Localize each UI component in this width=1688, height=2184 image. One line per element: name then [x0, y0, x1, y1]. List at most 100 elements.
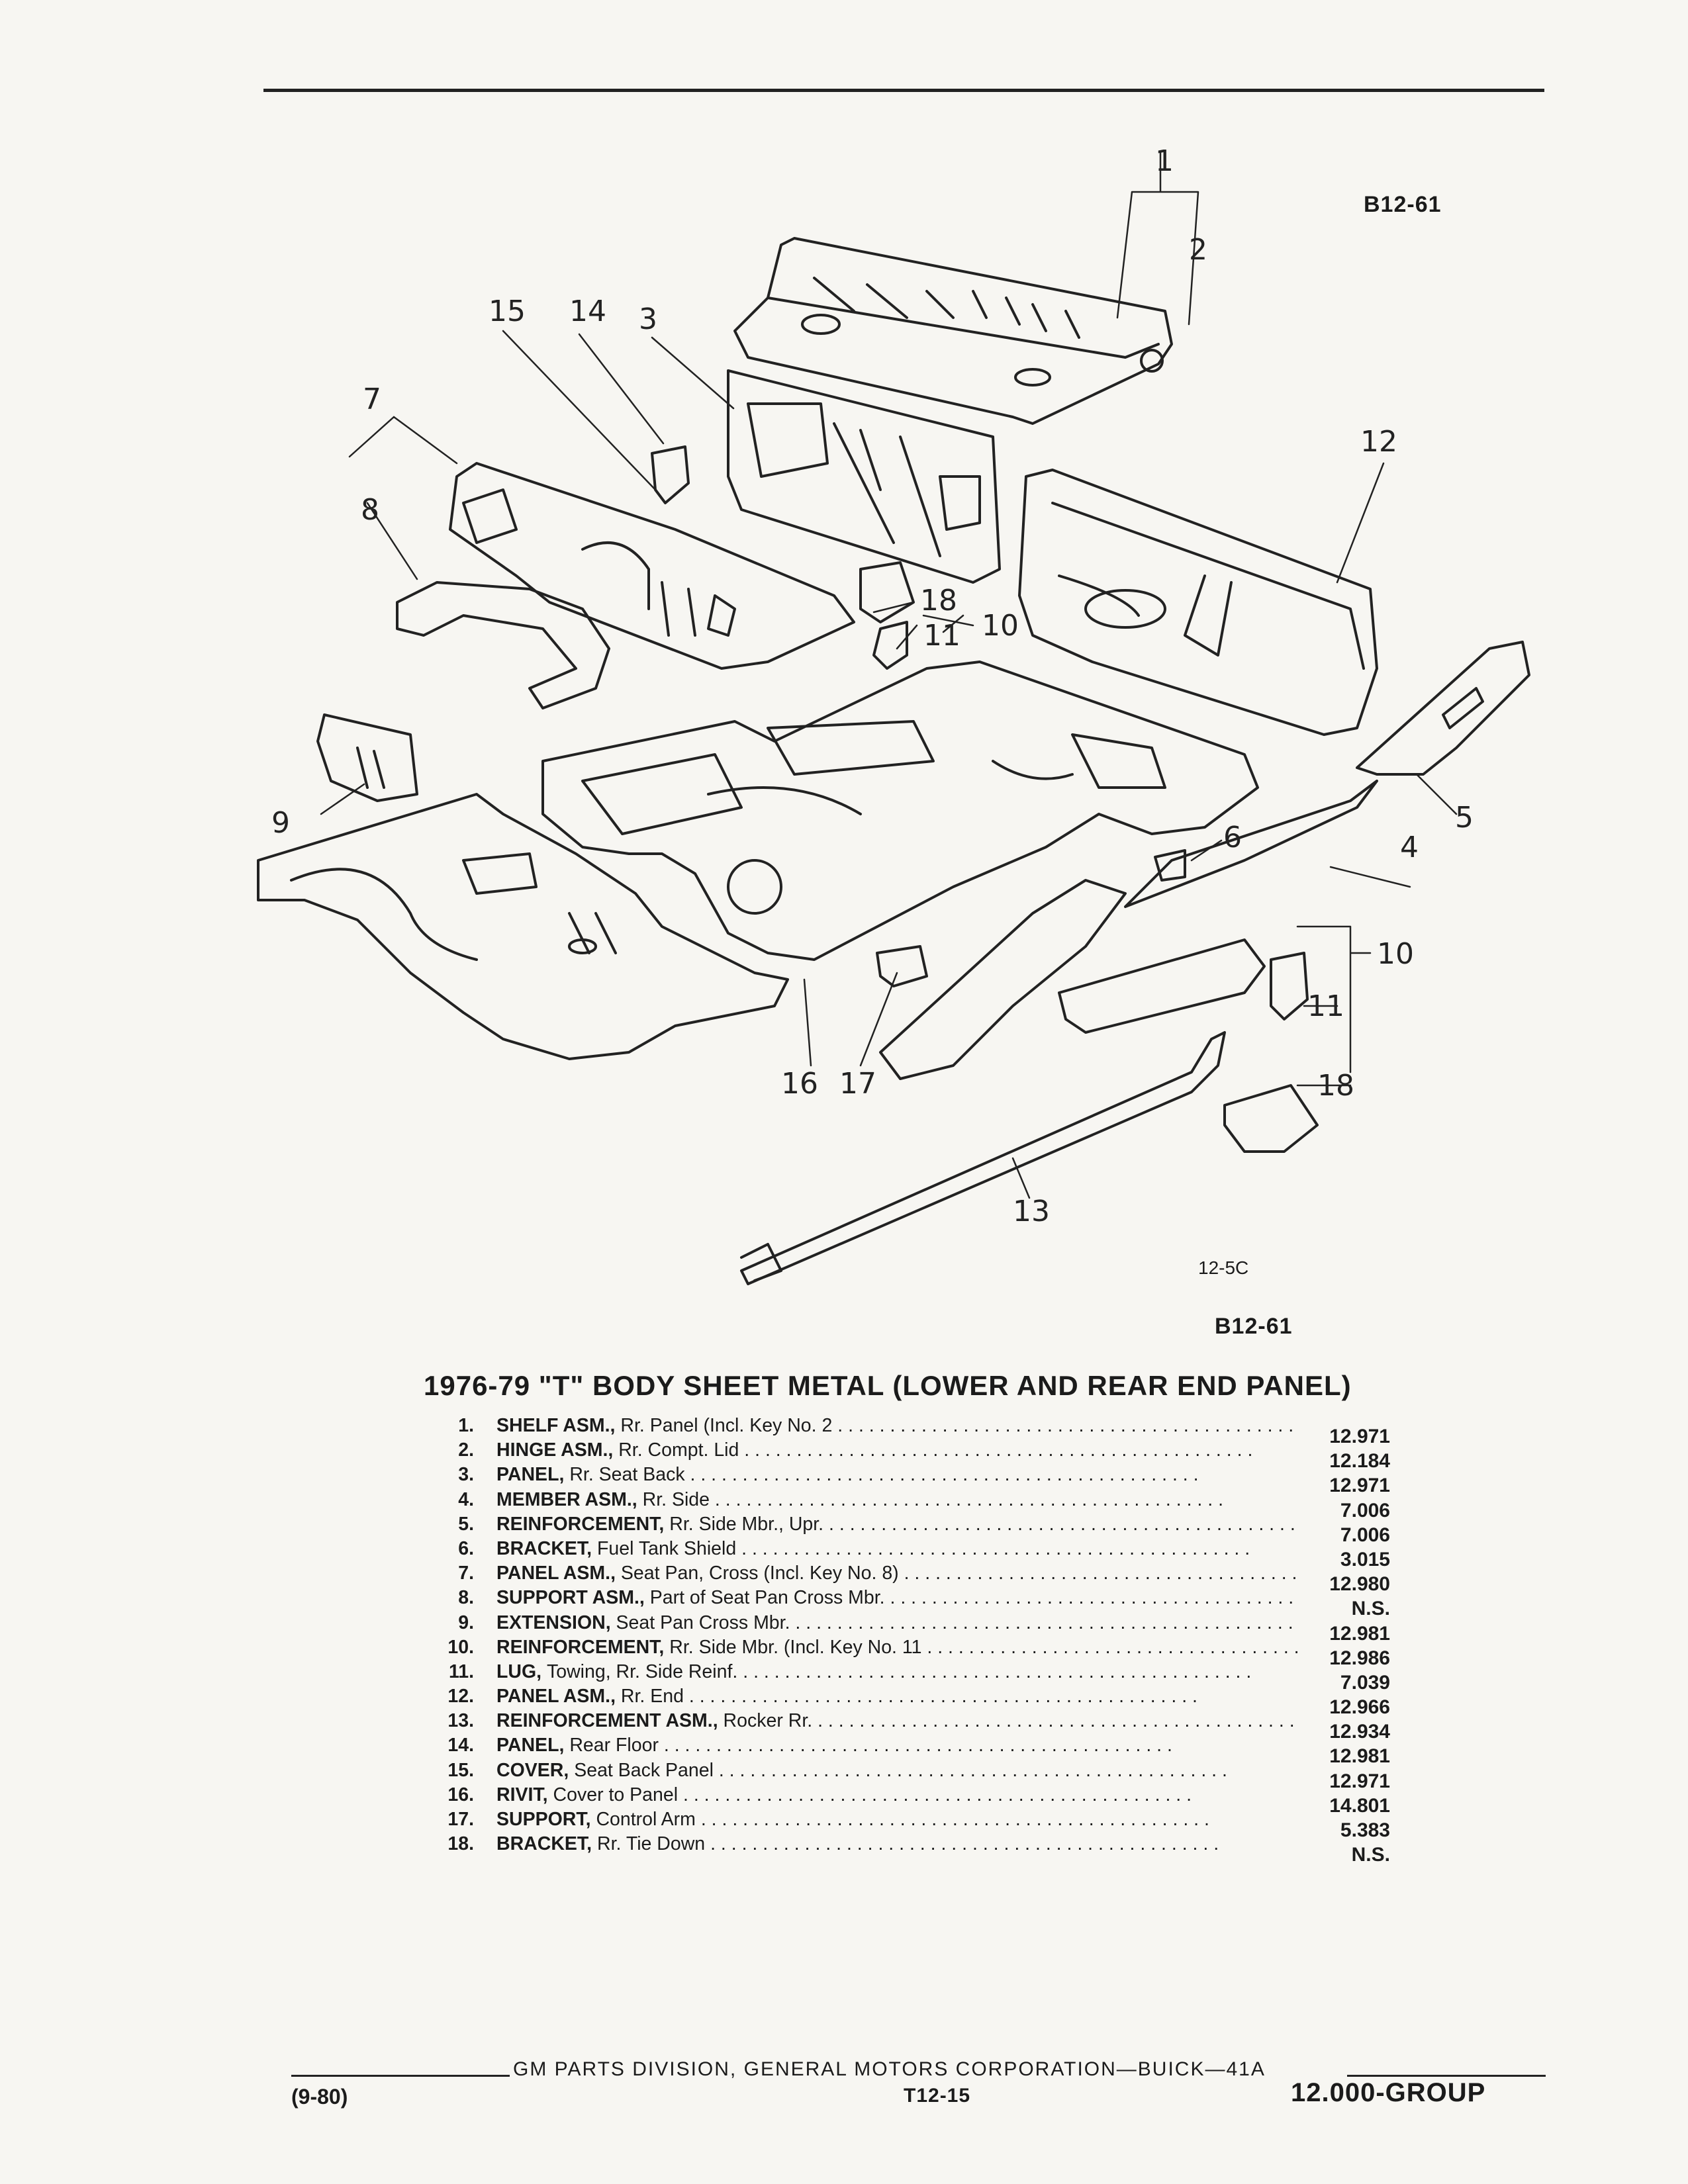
part-side-member: [1124, 780, 1378, 908]
header-rule: [263, 89, 1544, 92]
leader-dots: . . . . . . . . . . . . . . . . . . . . …: [658, 1735, 1172, 1756]
part-description: Rr. End: [620, 1686, 684, 1707]
part-description: Rr. Side Mbr. (Incl. Key No. 11: [669, 1636, 922, 1658]
callout-10-lower: 10: [1377, 937, 1414, 971]
part-group-code: 12.980: [1329, 1573, 1390, 1596]
leader-dots: . . . . . . . . . . . . . . . . . . . . …: [683, 1686, 1197, 1707]
parts-list-row: 12.PANEL ASM., Rr. End . . . . . . . . .…: [424, 1684, 1390, 1718]
leader-dots: . . . . . . . . . . . . . . . . . . . . …: [705, 1833, 1219, 1855]
part-key-number: 6.: [458, 1537, 474, 1559]
part-cover: [651, 445, 690, 504]
part-seat-back-panel: [727, 369, 1001, 584]
leader-dots: . . . . . . . . . . . . . . . . . . . . …: [737, 1661, 1252, 1682]
part-description: Control Arm: [596, 1809, 696, 1830]
footer-rule-left: [291, 2075, 510, 2077]
leader-dots: . . . . . . . . . . . . . . . . . . . . …: [736, 1537, 1250, 1559]
part-key-number: 17.: [447, 1809, 474, 1830]
leader-dots: . . . . . . . . . . . . . . . . . . . . …: [904, 1563, 1297, 1584]
leader-dots: . . . . . . . . . . . . . . . . . . . . …: [695, 1809, 1209, 1830]
parts-list-row: 1.SHELF ASM., Rr. Panel (Incl. Key No. 2…: [424, 1414, 1390, 1447]
diagram-svg: 1 2 3 4 5 6 7 8 9 10 10 11 11 12 13 14 1…: [257, 144, 1530, 1285]
part-side-reinforcement: [1356, 641, 1530, 776]
callout-15: 14: [569, 295, 606, 328]
callout-16: 15: [489, 295, 526, 328]
part-key-number: 8.: [458, 1587, 474, 1609]
part-group-code: 12.971: [1329, 1426, 1390, 1447]
figure-reference: 12-5C: [1198, 1257, 1249, 1278]
part-key-number: 9.: [458, 1612, 474, 1633]
part-description: Rocker Rr.: [723, 1710, 813, 1732]
parts-list: 1.SHELF ASM., Rr. Panel (Incl. Key No. 2…: [424, 1414, 1390, 1866]
parts-list-row: 14.PANEL, Rear Floor . . . . . . . . . .…: [424, 1733, 1390, 1767]
part-name: SUPPORT ASM.,: [496, 1587, 645, 1609]
part-group-code: N.S.: [1351, 1844, 1390, 1866]
callout-labels: 1 2 3 4 5 6 7 8 9 10 10 11 11 12 13 14 1…: [271, 144, 1474, 1228]
part-name: EXTENSION,: [496, 1612, 611, 1633]
callout-11-upper: 11: [923, 619, 961, 653]
parts-list-row: 7.PANEL ASM., Seat Pan, Cross (Incl. Key…: [424, 1561, 1390, 1595]
callout-8: 8: [361, 493, 379, 527]
part-name: REINFORCEMENT ASM.,: [496, 1710, 718, 1732]
part-rear-floor-panel: [541, 660, 1259, 961]
part-group-code: 12.986: [1329, 1647, 1390, 1669]
part-key-number: 16.: [447, 1784, 474, 1805]
leader-dots: . . . . . . . . . . . . . . . . . . . . …: [890, 1587, 1297, 1609]
callout-2: 2: [1189, 233, 1207, 267]
part-description: Cover to Panel: [553, 1784, 679, 1805]
callout-4: 4: [1400, 831, 1419, 864]
callout-18-lower: 18: [1317, 1069, 1354, 1103]
part-key-number: 10.: [447, 1636, 474, 1658]
leader-dots: . . . . . . . . . . . . . . . . . . . . …: [710, 1488, 1224, 1510]
part-rr-side-reinforcement: [879, 879, 1127, 1080]
callout-6: 6: [1223, 821, 1242, 854]
footer-group-code: 12.000-GROUP: [1291, 2078, 1486, 2107]
part-entry: SHELF ASM., Rr. Panel (Incl. Key No. 2 .…: [496, 1414, 1297, 1438]
part-entry: PANEL ASM., Seat Pan, Cross (Incl. Key N…: [496, 1561, 1297, 1586]
part-name: REINFORCEMENT,: [496, 1636, 665, 1658]
figure-code-top: B12-61: [1364, 192, 1442, 217]
part-key-number: 5.: [458, 1513, 474, 1535]
callout-1: 1: [1155, 144, 1174, 178]
callout-7: 7: [363, 383, 381, 416]
leader-dots: . . . . . . . . . . . . . . . . . . . . …: [823, 1513, 1297, 1535]
part-description: Rear Floor: [569, 1735, 659, 1756]
part-entry: RIVIT, Cover to Panel . . . . . . . . . …: [496, 1783, 1297, 1807]
part-name: MEMBER ASM.,: [496, 1488, 637, 1510]
parts-list-row: 3.PANEL, Rr. Seat Back . . . . . . . . .…: [424, 1463, 1390, 1496]
part-name: BRACKET,: [496, 1537, 592, 1559]
part-entry: HINGE ASM., Rr. Compt. Lid . . . . . . .…: [496, 1438, 1297, 1463]
part-name: SHELF ASM.,: [496, 1415, 616, 1436]
part-floor-section: [257, 793, 789, 1060]
part-description: Part of Seat Pan Cross Mbr.: [649, 1587, 885, 1609]
part-key-number: 13.: [447, 1710, 474, 1732]
leader-dots: . . . . . . . . . . . . . . . . . . . . …: [713, 1759, 1227, 1781]
part-entry: SUPPORT ASM., Part of Seat Pan Cross Mbr…: [496, 1586, 1297, 1610]
part-group-code: 12.981: [1329, 1745, 1390, 1768]
part-name: COVER,: [496, 1759, 569, 1781]
part-key-number: 11.: [448, 1661, 474, 1682]
part-entry: SUPPORT, Control Arm . . . . . . . . . .…: [496, 1807, 1297, 1832]
footer-rule-right: [1347, 2075, 1546, 2077]
part-name: RIVIT,: [496, 1784, 548, 1805]
part-group-code: 12.971: [1329, 1770, 1390, 1792]
part-name: REINFORCEMENT,: [496, 1513, 665, 1535]
part-key-number: 14.: [447, 1735, 474, 1756]
part-entry: REINFORCEMENT ASM., Rocker Rr. . . . . .…: [496, 1709, 1297, 1733]
part-towing-lug-right: [1270, 952, 1309, 1021]
part-name: PANEL,: [496, 1464, 565, 1486]
part-key-number: 2.: [458, 1439, 474, 1461]
callout-11-lower: 11: [1307, 989, 1344, 1023]
part-shelf-panel: [733, 237, 1173, 425]
figure-code-bottom: B12-61: [1215, 1314, 1293, 1339]
part-key-number: 4.: [458, 1488, 474, 1510]
part-group-code: N.S.: [1351, 1598, 1390, 1620]
leader-dots: . . . . . . . . . . . . . . . . . . . . …: [927, 1636, 1297, 1658]
part-entry: REINFORCEMENT, Rr. Side Mbr., Upr. . . .…: [496, 1512, 1297, 1537]
part-tie-down-bracket: [859, 561, 915, 623]
callout-13: 13: [1013, 1195, 1050, 1228]
part-entry: BRACKET, Rr. Tie Down . . . . . . . . . …: [496, 1832, 1297, 1856]
parts-list-row: 9.EXTENSION, Seat Pan Cross Mbr. . . . .…: [424, 1611, 1390, 1645]
leader-dots: . . . . . . . . . . . . . . . . . . . . …: [684, 1464, 1199, 1486]
parts-list-row: 10. REINFORCEMENT, Rr. Side Mbr. (Incl. K…: [424, 1635, 1390, 1669]
callout-12: 12: [1360, 425, 1397, 459]
